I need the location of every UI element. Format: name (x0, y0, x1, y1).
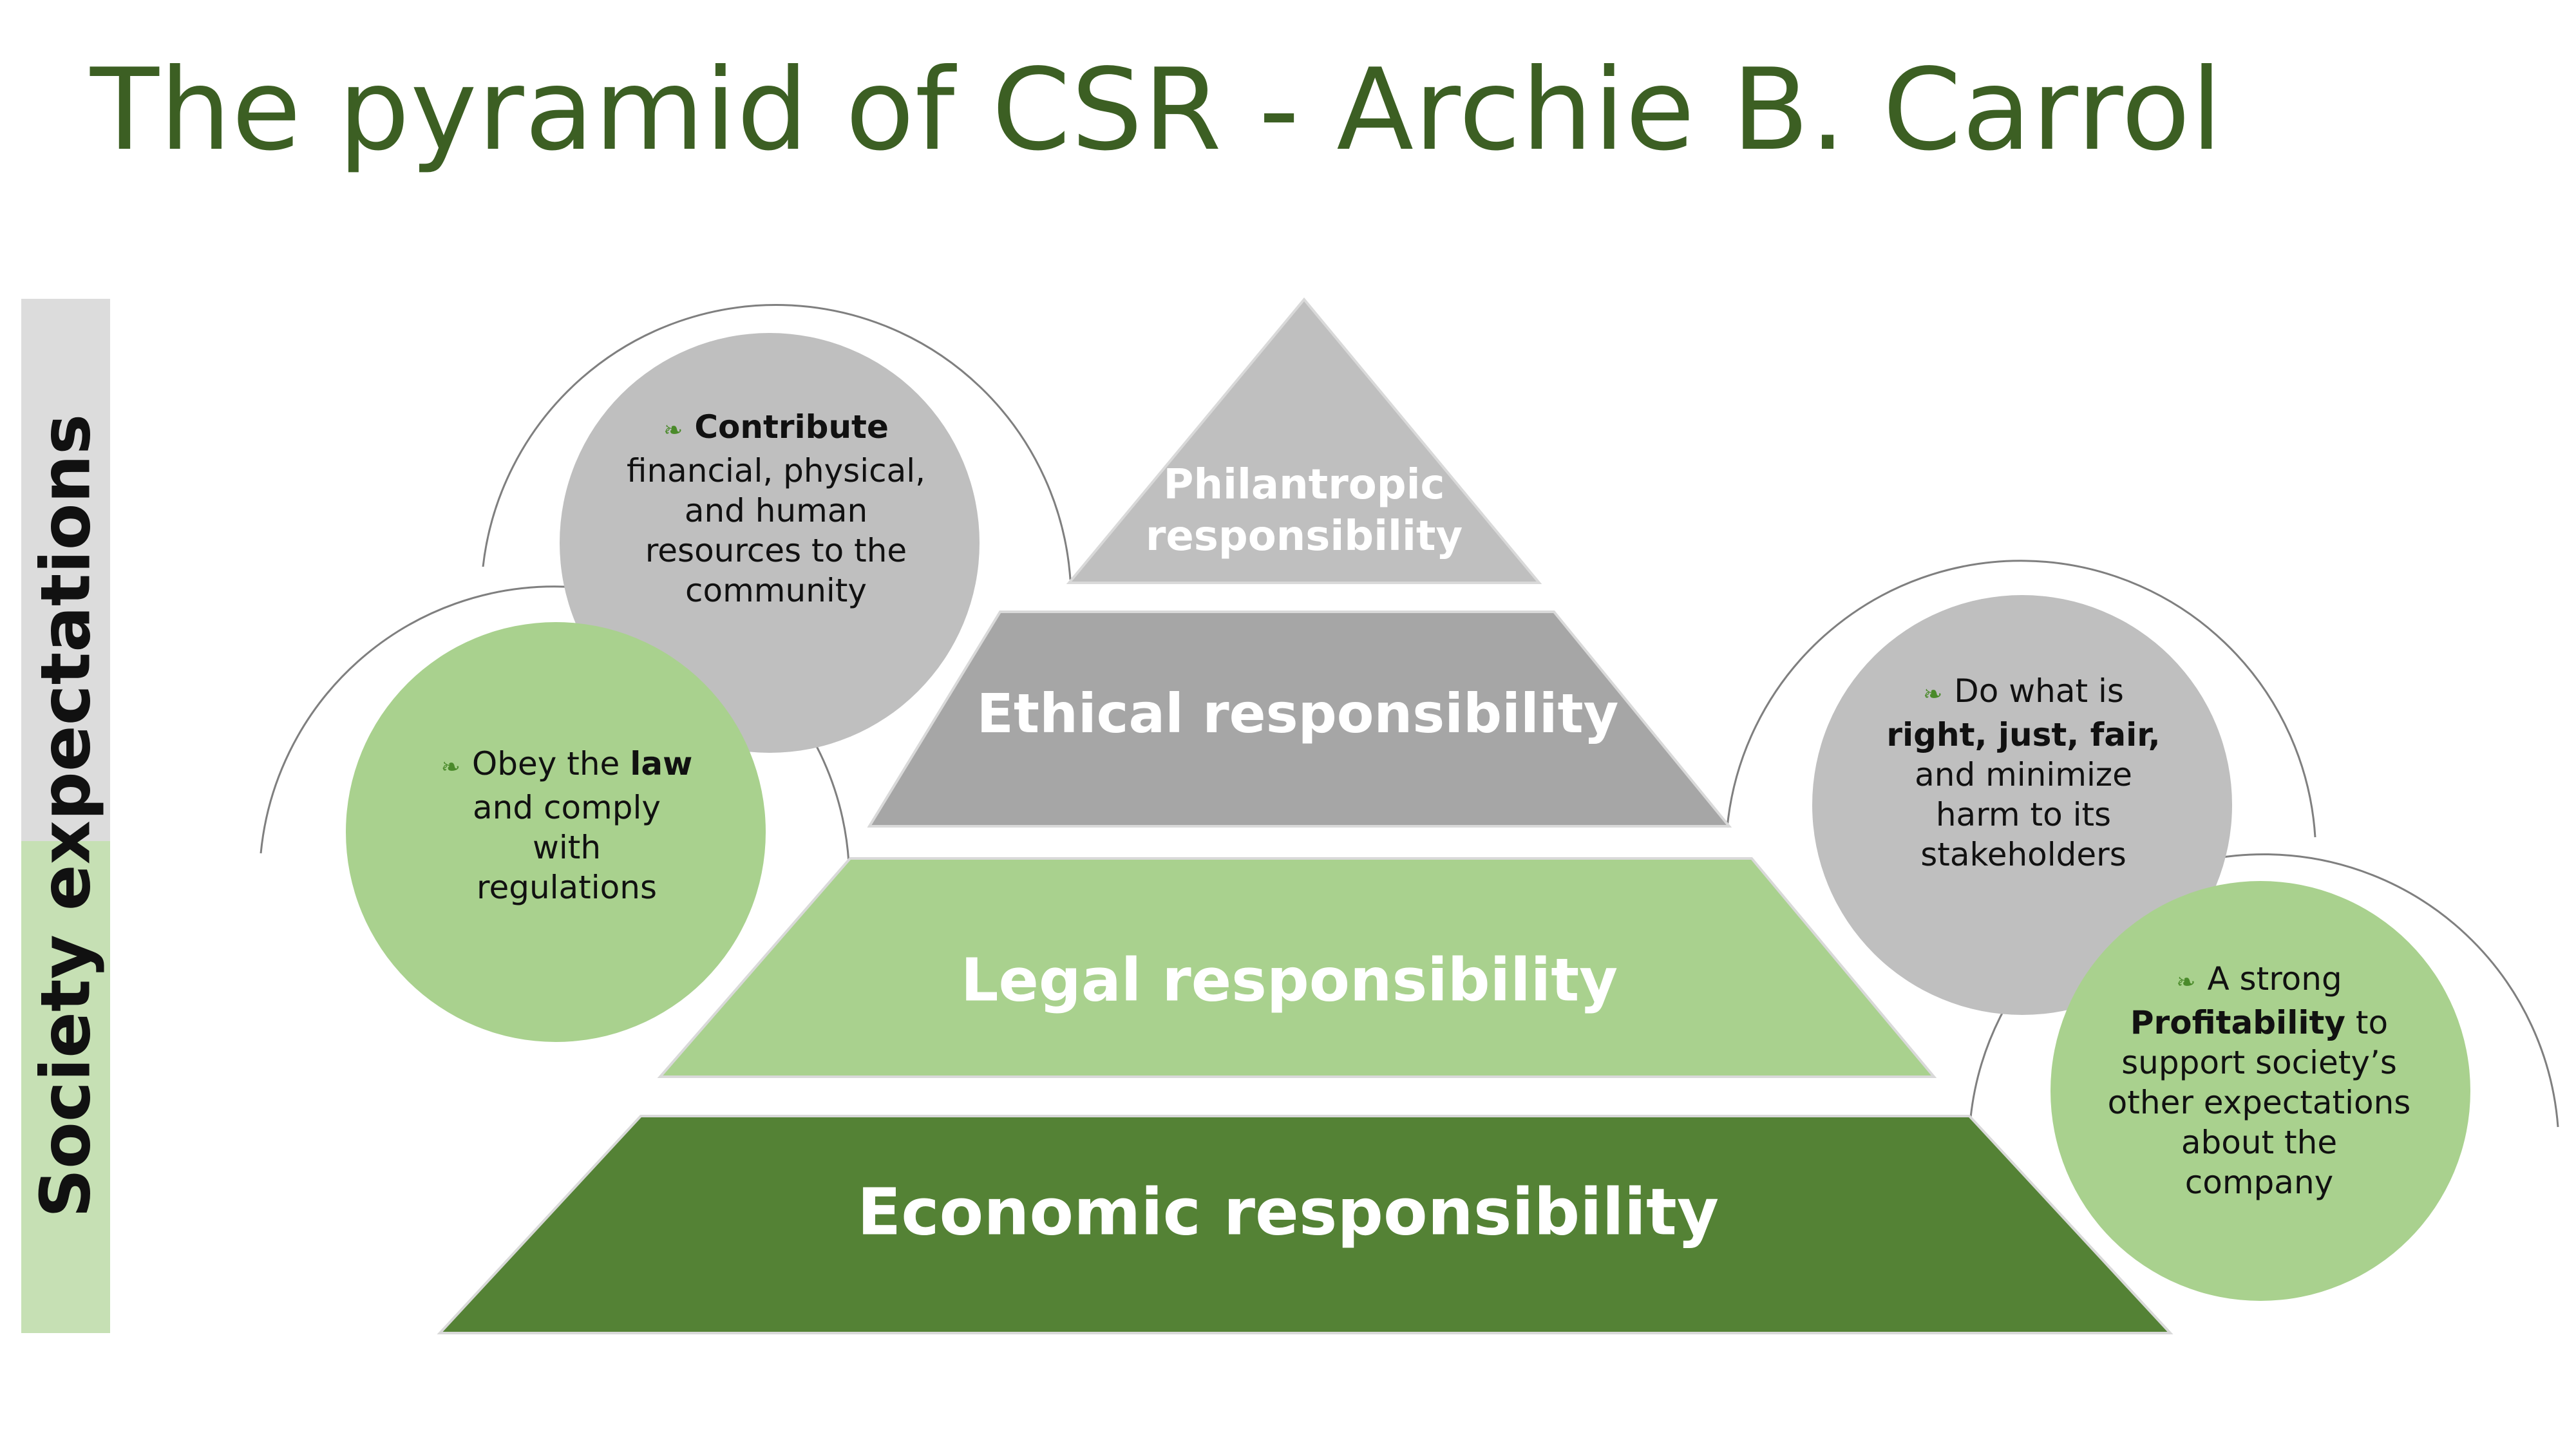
philanthropic-line4: community (685, 572, 867, 609)
ethical-line1: and minimize (1915, 756, 2132, 793)
legal-line3: regulations (476, 869, 658, 906)
philanthropic-line3: resources to the (645, 532, 907, 569)
economic-bubble (2050, 881, 2470, 1301)
law-bold: law (630, 745, 693, 782)
legal-line1: and comply (473, 789, 661, 826)
legal-line2: with (532, 829, 601, 866)
philanthropic-label-line2: responsibility (1145, 513, 1463, 560)
legal-bubble-text: ❧ Obey the law and comply with regulation… (441, 744, 693, 907)
philanthropic-level (1066, 297, 1542, 584)
economic-level-label: Economic responsibility (857, 1174, 1719, 1250)
philanthropic-line2: and human (684, 492, 868, 529)
ethical-level (867, 611, 1732, 828)
contribute-bold: Contribute (694, 408, 889, 446)
ethical-line2: harm to its (1935, 796, 2112, 833)
legal-level (657, 857, 1937, 1078)
philanthropic-label-line1: Philantropic (1163, 461, 1445, 509)
legal-pre: Obey the (471, 745, 630, 782)
ethical-bubble-arc (1726, 560, 2316, 838)
economic-line4: company (2184, 1164, 2334, 1201)
economic-line1: support society’s (2121, 1044, 2397, 1081)
economic-post: to (2345, 1004, 2389, 1041)
ethical-bubble (1812, 595, 2232, 1015)
economic-level (437, 1115, 2174, 1334)
society-expectations-bar-top (21, 299, 110, 841)
philanthropic-bubble (560, 333, 980, 753)
leaf-bullet-icon: ❧ (440, 754, 460, 781)
philanthropic-level-label: Philantropic responsibility (1146, 459, 1463, 562)
legal-level-label: Legal responsibility (960, 945, 1618, 1015)
philanthropic-line1: financial, physical, (626, 452, 926, 489)
philanthropic-bubble-arc (482, 304, 1072, 580)
page-title: The pyramid of CSR - Archie B. Carrol (90, 45, 2223, 176)
profitability-bold: Profitability (2130, 1004, 2345, 1041)
ethical-line0: Do what is (1954, 672, 2124, 710)
right-just-fair-bold: right, just, fair, (1886, 716, 2161, 753)
economic-line3: about the (2181, 1124, 2338, 1161)
ethical-level-label: Ethical responsibility (976, 682, 1619, 745)
legal-bubble (346, 622, 766, 1042)
leaf-bullet-icon: ❧ (663, 417, 683, 444)
society-expectations-bar-bottom (21, 841, 110, 1333)
leaf-bullet-icon: ❧ (1923, 681, 1943, 708)
economic-bubble-text: ❧ A strong Profitability to support socie… (2108, 959, 2411, 1202)
ethical-line3: stakeholders (1920, 836, 2126, 873)
leaf-bullet-icon: ❧ (2176, 969, 2196, 996)
ethical-bubble-text: ❧ Do what is right, just, fair, and minim… (1886, 671, 2160, 875)
philanthropic-bubble-text: ❧ Contribute financial, physical, and hum… (627, 407, 925, 611)
economic-line0: A strong (2207, 960, 2342, 998)
economic-line2: other expectations (2107, 1084, 2411, 1121)
